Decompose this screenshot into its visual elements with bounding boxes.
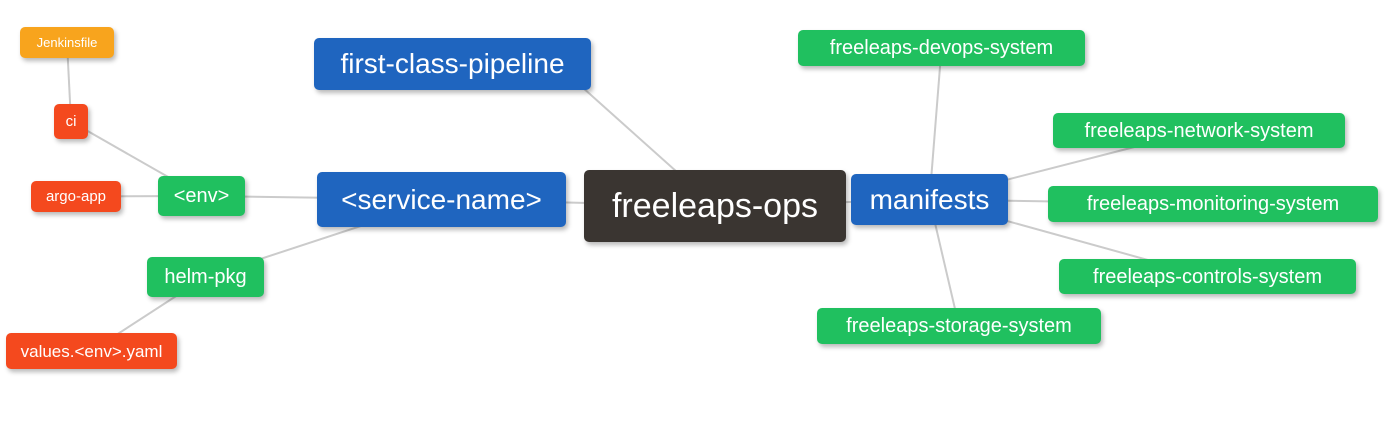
node-label: first-class-pipeline (340, 48, 565, 79)
node-label: values.<env>.yaml (20, 341, 163, 361)
node-label: freeleaps-network-system (1084, 119, 1314, 142)
node-label: Jenkinsfile (36, 35, 98, 50)
node-manifests[interactable]: manifests (851, 174, 1008, 225)
node-service-name[interactable]: <service-name> (317, 172, 566, 227)
node-label: freeleaps-monitoring-system (1086, 193, 1340, 215)
node-storage-system[interactable]: freeleaps-storage-system (817, 308, 1101, 344)
node-label: argo-app (45, 188, 107, 205)
node-controls-system[interactable]: freeleaps-controls-system (1059, 259, 1356, 294)
node-network-system[interactable]: freeleaps-network-system (1053, 113, 1345, 148)
node-values-env-yaml[interactable]: values.<env>.yaml (6, 333, 177, 369)
node-label: freeleaps-storage-system (846, 315, 1072, 337)
node-label: freeleaps-ops (611, 187, 818, 225)
node-label: manifests (869, 183, 990, 215)
node-label: <service-name> (341, 183, 542, 215)
node-ci[interactable]: ci (54, 104, 88, 139)
node-label: freeleaps-controls-system (1093, 265, 1322, 288)
node-devops-system[interactable]: freeleaps-devops-system (798, 30, 1085, 66)
node-helm-pkg[interactable]: helm-pkg (147, 257, 264, 297)
node-monitoring-system[interactable]: freeleaps-monitoring-system (1048, 186, 1378, 222)
node-jenkinsfile[interactable]: Jenkinsfile (20, 27, 114, 58)
node-first-class-pipeline[interactable]: first-class-pipeline (314, 38, 591, 90)
node-env[interactable]: <env> (158, 176, 245, 216)
node-label: ci (65, 113, 77, 130)
node-argo-app[interactable]: argo-app (31, 181, 121, 212)
node-label: <env> (173, 185, 230, 207)
node-label: helm-pkg (164, 266, 247, 288)
node-label: freeleaps-devops-system (829, 37, 1054, 59)
node-freeleaps-ops[interactable]: freeleaps-ops (584, 170, 846, 242)
